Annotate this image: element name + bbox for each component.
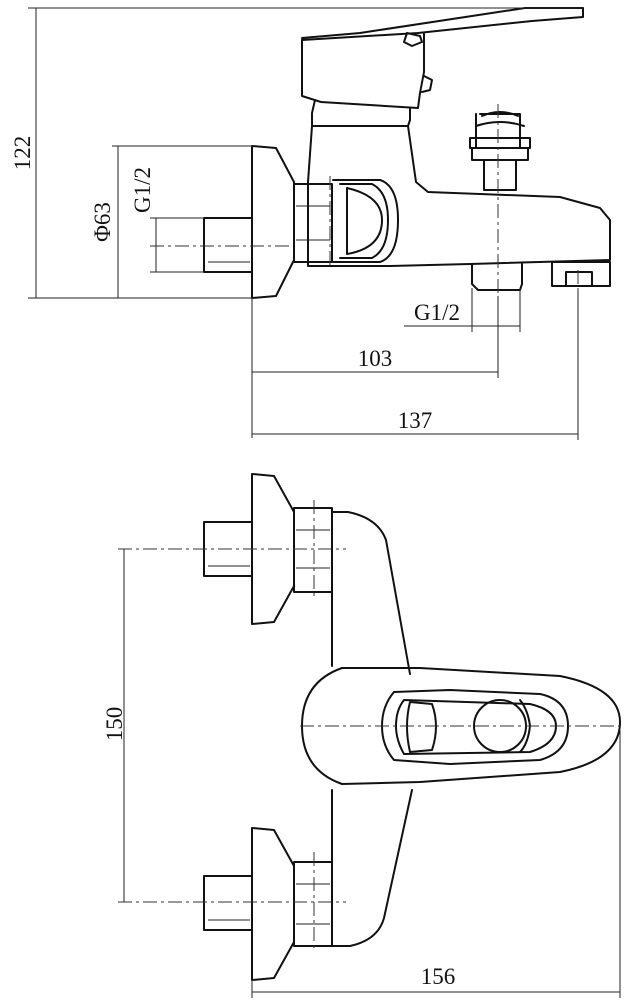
- handle-top: [301, 667, 621, 785]
- handle-side: [301, 7, 584, 127]
- dim-inlet-spacing: 150: [102, 549, 127, 902]
- dim-outlet-thread: G1/2: [404, 288, 521, 332]
- dim-outlet-thread-label: G1/2: [414, 300, 460, 325]
- lower-flange: [251, 827, 295, 981]
- dim-inlet-to-outlet-label: 103: [358, 346, 393, 371]
- dim-flange-diameter: Φ63: [90, 145, 252, 299]
- diverter-knob: [469, 111, 531, 191]
- top-view: 150 156: [102, 473, 621, 998]
- outlet-connector: [471, 263, 523, 291]
- inlet-pipe-side: [203, 217, 253, 273]
- side-view: 122 Φ63 G1/2 G1/2 103: [10, 7, 611, 440]
- dim-inlet-spacing-label: 150: [102, 707, 127, 742]
- dim-flange-diameter-label: Φ63: [90, 202, 115, 242]
- mixer-body-top: [331, 511, 413, 947]
- wall-flange-side: [251, 145, 295, 299]
- hex-nut-side: [293, 183, 333, 263]
- dim-inlet-thread-label: G1/2: [130, 167, 155, 213]
- upper-inlet-assembly: [118, 473, 346, 625]
- dim-overall-width: 156: [251, 730, 621, 998]
- dim-overall-width-label: 156: [421, 964, 456, 989]
- dim-overall-height: 122: [10, 7, 582, 299]
- spout-tip: [551, 261, 611, 287]
- dim-overall-length: 137: [252, 290, 579, 440]
- dim-overall-length-label: 137: [398, 408, 433, 433]
- dim-overall-height-label: 122: [10, 136, 35, 171]
- lower-inlet-pipe: [203, 875, 253, 931]
- dim-inlet-to-outlet: 103: [251, 296, 499, 438]
- mixer-body-side: [307, 107, 611, 267]
- dim-inlet-thread: G1/2: [130, 167, 204, 273]
- lower-inlet-assembly: [118, 827, 346, 981]
